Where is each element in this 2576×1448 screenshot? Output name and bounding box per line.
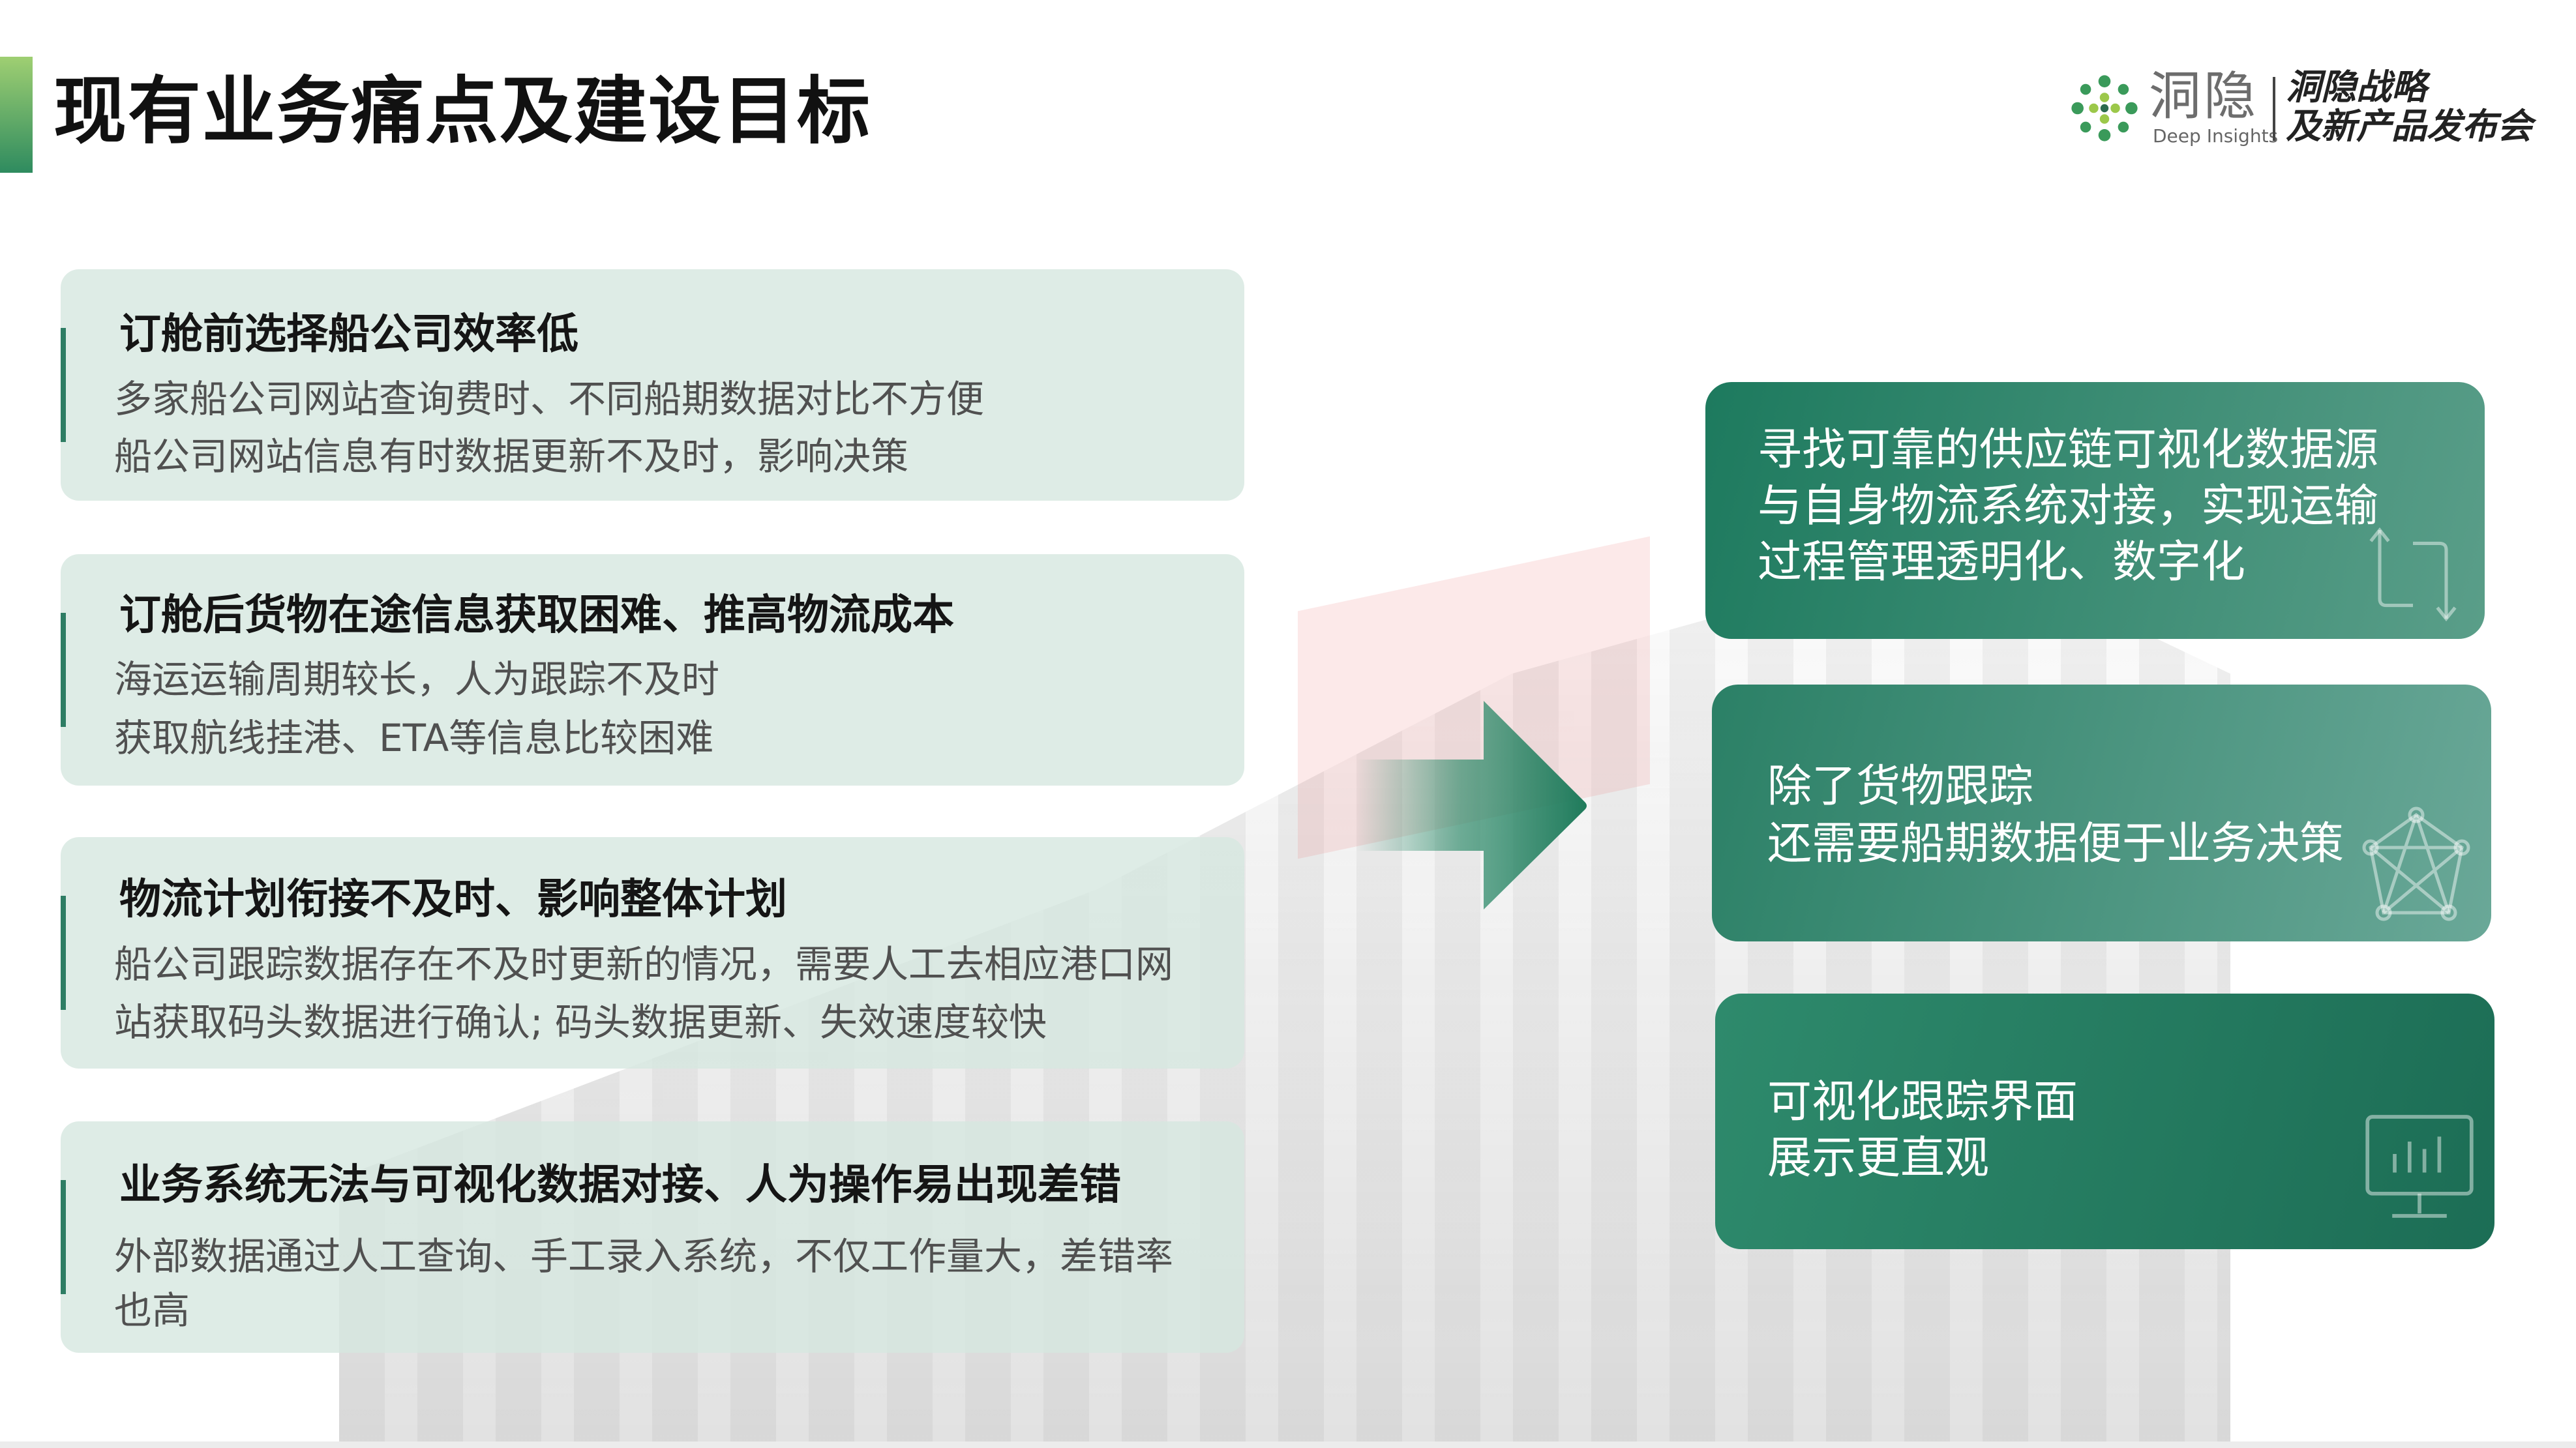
title-accent-bar <box>0 57 33 173</box>
pain-card-1: 订舱前选择船公司效率低 多家船公司网站查询费时、不同船期数据对比不方便 船公司网… <box>61 269 1244 501</box>
pain-detail: 站获取码头数据进行确认; 码头数据更新、失效速度较快 <box>114 1000 1047 1044</box>
pain-title: 物流计划衔接不及时、影响整体计划 <box>119 876 787 924</box>
event-title-line1: 洞隐战略 <box>2286 66 2427 108</box>
pain-detail: 船公司网站信息有时数据更新不及时，影响决策 <box>114 434 909 479</box>
brand-name-en: Deep Insights <box>2153 125 2279 147</box>
network-icon <box>2362 806 2470 921</box>
footer-line <box>0 1441 2576 1448</box>
pain-detail: 船公司跟踪数据存在不及时更新的情况，需要人工去相应港口网 <box>114 942 1174 986</box>
pain-accent <box>61 1180 66 1294</box>
goal-text: 过程管理透明化、数字化 <box>1758 537 2246 588</box>
brand-mark-icon <box>2071 75 2138 141</box>
goal-text: 寻找可靠的供应链可视化数据源 <box>1758 424 2379 476</box>
arrow-right-icon <box>1356 701 1587 909</box>
pain-card-2: 订舱后货物在途信息获取困难、推高物流成本 海运运输周期较长，人为跟踪不及时 获取… <box>61 554 1244 786</box>
pain-accent <box>61 613 66 727</box>
pain-detail: 也高 <box>114 1288 190 1333</box>
pain-card-3: 物流计划衔接不及时、影响整体计划 船公司跟踪数据存在不及时更新的情况，需要人工去… <box>61 837 1244 1069</box>
pain-card-4: 业务系统无法与可视化数据对接、人为操作易出现差错 外部数据通过人工查询、手工录入… <box>61 1121 1244 1353</box>
goal-text: 与自身物流系统对接，实现运输 <box>1758 480 2379 532</box>
goal-text: 可视化跟踪界面 <box>1767 1076 2078 1128</box>
brand-logo: 洞隐 Deep Insights 洞隐战略 及新产品发布会 <box>2064 63 2547 154</box>
pain-detail: 获取航线挂港、ETA等信息比较困难 <box>114 716 714 760</box>
pain-detail: 海运运输周期较长，人为跟踪不及时 <box>114 657 720 702</box>
pain-title: 订舱前选择船公司效率低 <box>119 310 578 359</box>
page-title: 现有业务痛点及建设目标 <box>53 69 871 154</box>
brand-name: 洞隐 <box>2149 66 2258 126</box>
goal-card-2: 除了货物跟踪 还需要船期数据便于业务决策 <box>1712 685 2491 941</box>
goal-text: 展示更直观 <box>1767 1132 1990 1184</box>
event-title-line2: 及新产品发布会 <box>2286 106 2532 147</box>
goal-text: 除了货物跟踪 <box>1767 761 2034 812</box>
pain-detail: 外部数据通过人工查询、手工录入系统，不仅工作量大，差错率 <box>114 1234 1174 1278</box>
pain-title: 订舱后货物在途信息获取困难、推高物流成本 <box>119 591 954 640</box>
monitor-chart-icon <box>2365 1115 2474 1218</box>
pain-detail: 多家船公司网站查询费时、不同船期数据对比不方便 <box>114 377 985 421</box>
pain-title: 业务系统无法与可视化数据对接、人为操作易出现差错 <box>119 1161 1121 1209</box>
sync-arrows-icon <box>2369 527 2457 622</box>
goal-card-1: 寻找可靠的供应链可视化数据源 与自身物流系统对接，实现运输 过程管理透明化、数字… <box>1705 382 2485 639</box>
pain-accent <box>61 328 66 442</box>
goal-text: 还需要船期数据便于业务决策 <box>1767 818 2344 870</box>
goal-card-3: 可视化跟踪界面 展示更直观 <box>1715 994 2494 1249</box>
pain-accent <box>61 896 66 1010</box>
logo-divider <box>2273 77 2275 141</box>
